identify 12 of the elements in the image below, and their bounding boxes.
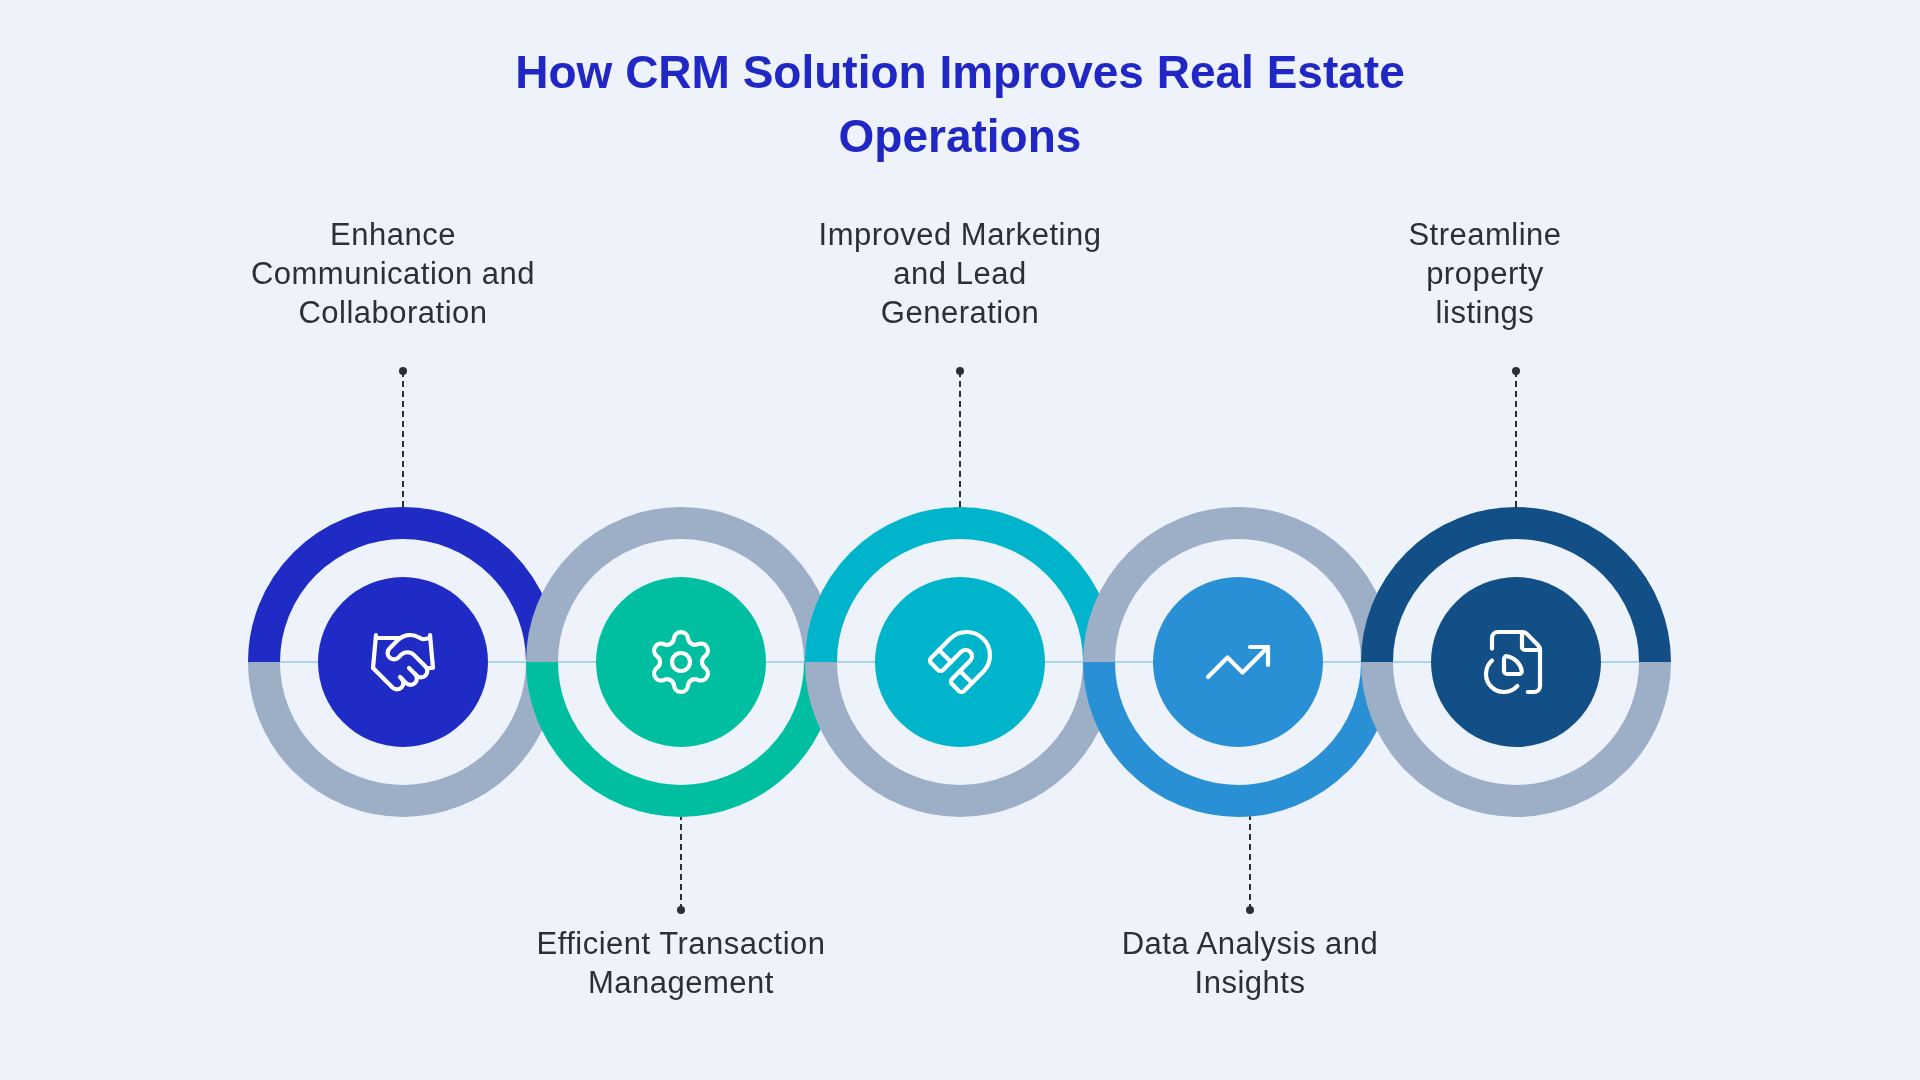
leader-line xyxy=(1512,367,1520,508)
step-label: Enhance Communication and Collaboration xyxy=(249,216,537,332)
step-label: Improved Marketing and Lead Generation xyxy=(817,216,1103,332)
step-label: Data Analysis and Insights xyxy=(1120,925,1380,1002)
title: How CRM Solution Improves Real Estate Operations xyxy=(514,45,1406,164)
leader-line xyxy=(956,367,964,508)
leader-line xyxy=(1246,815,1254,914)
step-label: Streamline property listings xyxy=(1407,216,1563,332)
ring-circle xyxy=(1361,507,1671,817)
leader-line xyxy=(677,816,685,914)
leader-line xyxy=(399,367,407,508)
step-label: Efficient Transaction Management xyxy=(535,925,827,1002)
